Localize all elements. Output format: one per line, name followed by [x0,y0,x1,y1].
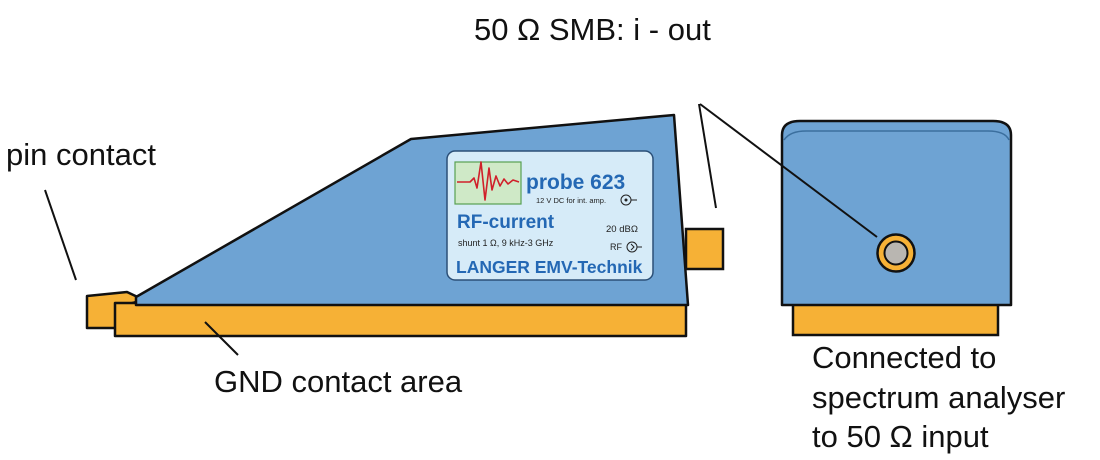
callout-connected-line-3: to 50 Ω input [812,419,989,454]
connector-out-icon [626,241,642,253]
probe-type-text: RF-current [457,212,555,233]
probe-rf-text: RF [610,242,622,252]
callout-gnd-area: GND contact area [214,364,463,399]
leader-gnd-area [204,321,239,356]
probe-gain-text: 20 dBΩ [606,224,638,235]
probe-maker-text: LANGER EMV-Technik [456,257,643,277]
probe-housing-front [780,119,1013,307]
leader-smb-front [699,103,878,238]
callout-pin-contact: pin contact [6,137,156,172]
callout-connected-line-1: Connected to [812,340,996,375]
gnd-contact-base-front [791,302,1000,337]
leader-pin-contact [44,189,77,281]
smb-connector-front [876,233,916,273]
waveform-icon [457,161,520,201]
callout-smb-out: 50 Ω SMB: i - out [474,12,711,47]
probe-model-text: probe 623 [526,171,625,194]
waveform-screen [454,161,522,205]
housing-front-top-edge [783,130,1010,141]
connector-in-icon [620,194,637,206]
callout-connected-line-2: spectrum analyser [812,380,1065,415]
probe-shunt-text: shunt 1 Ω, 9 kHz-3 GHz [458,238,554,248]
smb-connector-side [684,227,725,271]
gnd-contact-base [113,301,688,338]
leader-smb-side [698,103,717,209]
probe-supply-text: 12 V DC for int. amp. [536,196,606,205]
